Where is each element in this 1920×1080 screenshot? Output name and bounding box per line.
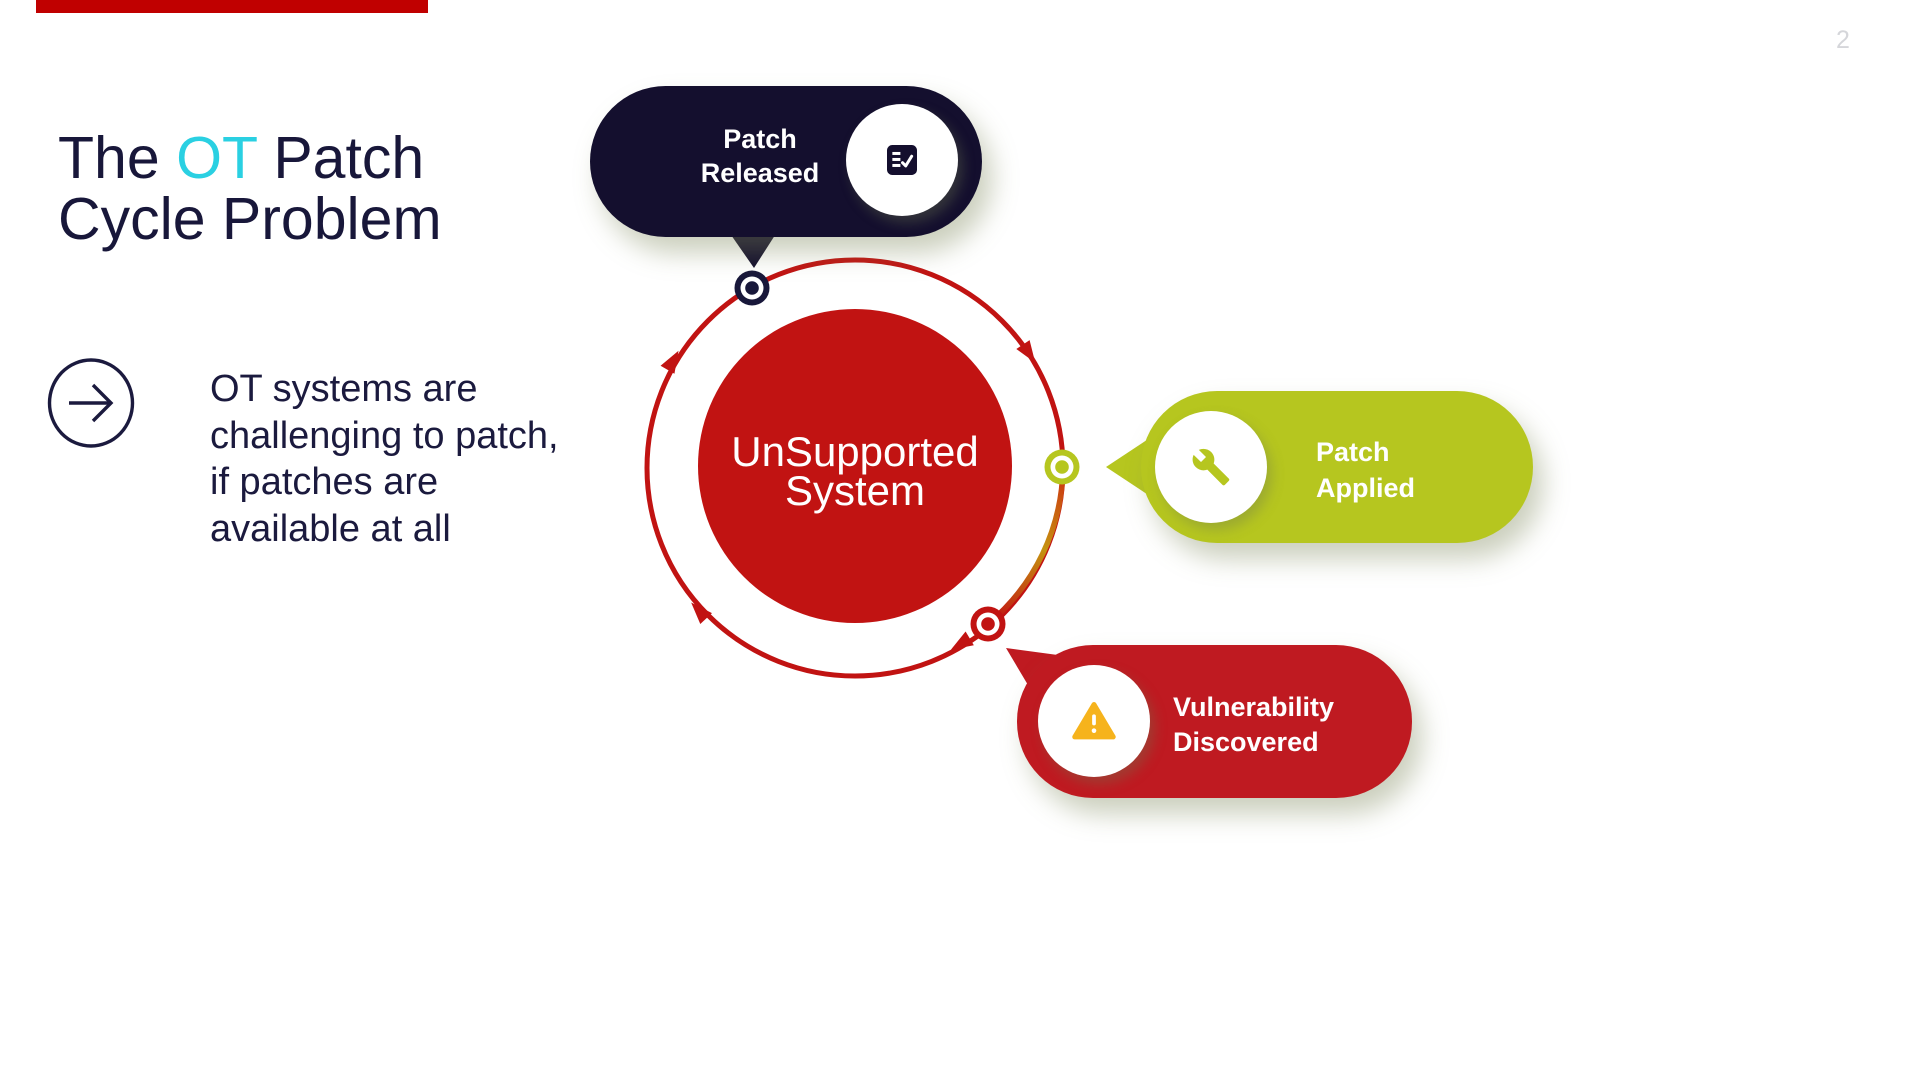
patch-applied-icon-circle — [1155, 411, 1267, 523]
center-label-line: UnSupported — [731, 428, 979, 475]
callout-label-line: Patch — [1316, 437, 1390, 467]
callout-label-line: Applied — [1316, 473, 1415, 503]
cycle-arrowhead — [1016, 340, 1036, 363]
title-line-1: The OT Patch — [58, 128, 442, 189]
title-line-2: Cycle Problem — [58, 186, 442, 252]
intro-text: OT systems are challenging to patch, if … — [210, 366, 559, 552]
vulnerability-discovered-label: Vulnerability Discovered — [1173, 690, 1334, 760]
patch-released-tail — [729, 232, 777, 268]
center-label-line: System — [784, 467, 926, 514]
title-text-pre: The — [58, 125, 177, 191]
patch-released-icon-circle — [846, 104, 958, 216]
page-number: 2 — [1836, 26, 1850, 54]
node-vulnerability — [970, 606, 1006, 642]
callout-label-line: Vulnerability — [1173, 692, 1335, 722]
arrow-right-circle-icon — [46, 358, 136, 448]
patch-applied-label: Patch Applied — [1316, 434, 1415, 506]
unsupported-system-label: UnSupported System — [705, 428, 1005, 514]
intro-line: challenging to patch, — [210, 414, 559, 457]
node-patch-applied — [1044, 449, 1080, 485]
callout-label-line: Discovered — [1173, 727, 1319, 757]
cycle-arrowhead — [660, 350, 679, 374]
callout-label-line: Released — [700, 158, 820, 188]
slide-title: The OT Patch Cycle Problem — [58, 128, 442, 250]
top-accent-bar — [36, 0, 428, 13]
intro-line: OT systems are — [210, 368, 478, 410]
node-patch-released — [734, 270, 770, 306]
title-highlight: OT — [176, 125, 257, 191]
callout-label-line: Patch — [723, 124, 797, 154]
warning-triangle-icon — [1072, 702, 1116, 740]
checklist-icon — [887, 145, 917, 175]
intro-line: if patches are — [210, 461, 439, 503]
patch-released-label: Patch Released — [600, 122, 920, 190]
cycle-arrowhead — [691, 602, 712, 625]
vulnerability-icon-circle — [1038, 665, 1150, 777]
title-text-post: Patch — [256, 125, 425, 191]
cycle-arrowhead — [950, 631, 974, 650]
intro-line: available at all — [210, 507, 451, 550]
wrench-icon — [1192, 448, 1230, 486]
